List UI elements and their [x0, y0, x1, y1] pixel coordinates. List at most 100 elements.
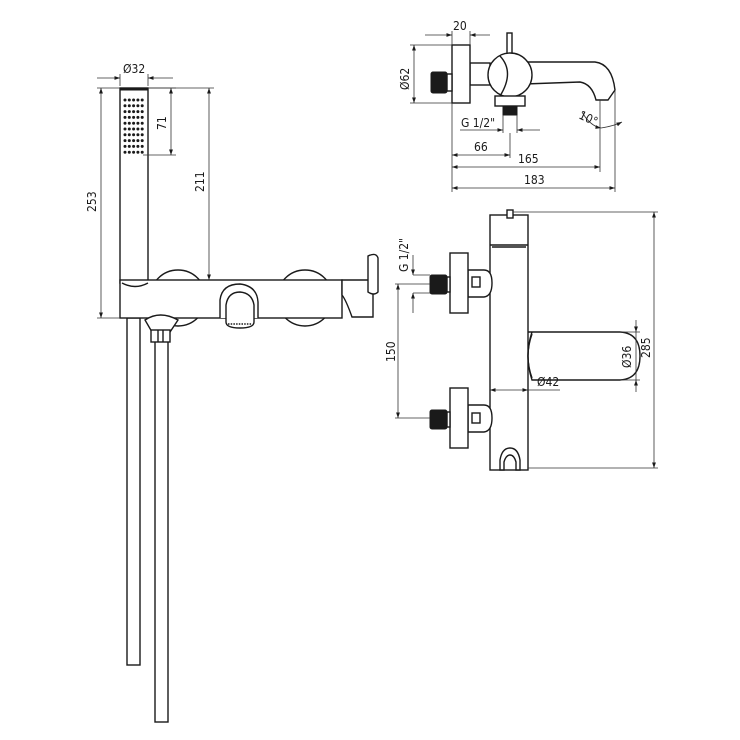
- nozzle-dot: [123, 115, 127, 119]
- nozzle-dot: [136, 150, 140, 154]
- dim-label: 285: [639, 337, 653, 358]
- shower-hose: [126, 317, 169, 723]
- hose-hook: [499, 447, 521, 471]
- dim-label: G 1/2": [461, 116, 495, 130]
- dim-label: 66: [474, 140, 488, 154]
- front-view: Ø32 71 211 253: [85, 62, 379, 723]
- dimension-inlet-offset: 66: [452, 133, 511, 158]
- nozzle-dot: [140, 139, 144, 143]
- nozzle-dot: [127, 104, 131, 108]
- dimension-thread-side: G 1/2": [460, 115, 540, 133]
- nozzle-dot: [140, 110, 144, 114]
- dim-label: Ø62: [398, 68, 412, 90]
- dim-label: 71: [155, 116, 169, 130]
- dimension-handshower-diameter: Ø32: [97, 62, 173, 86]
- column-body: [489, 214, 529, 471]
- nozzle-dot: [123, 139, 127, 143]
- dimension-total-depth: 183: [452, 173, 615, 190]
- nozzle-dot: [123, 104, 127, 108]
- dimension-thread-top: G 1/2": [397, 238, 430, 313]
- cap-stub: [506, 209, 514, 219]
- dim-label: 183: [524, 173, 545, 187]
- nozzle-dot: [127, 121, 131, 125]
- dim-label: G 1/2": [397, 238, 411, 272]
- spout-outlet: [225, 291, 255, 329]
- nozzle-dot: [123, 150, 127, 154]
- hand-shower: [119, 87, 149, 284]
- nozzle-dot: [132, 110, 136, 114]
- top-view: G 1/2" 150 Ø42 Ø36 285: [384, 209, 658, 471]
- nozzle-dot: [127, 133, 131, 137]
- nozzle-dot: [132, 150, 136, 154]
- dim-label: Ø36: [620, 346, 634, 368]
- nozzle-dot: [123, 98, 127, 102]
- nozzle-dot: [140, 150, 144, 154]
- nozzle-dot: [127, 144, 131, 148]
- dimension-spray-height: 71: [143, 87, 176, 156]
- nozzle-dot: [127, 115, 131, 119]
- nozzle-dot: [136, 115, 140, 119]
- nozzle-dot: [140, 121, 144, 125]
- nozzle-dot: [136, 127, 140, 131]
- dim-label: Ø42: [537, 375, 559, 389]
- nozzle-dot: [136, 121, 140, 125]
- nozzle-dot: [127, 150, 131, 154]
- nozzle-dot: [136, 98, 140, 102]
- lever-handle: [367, 253, 379, 295]
- nozzle-dot: [123, 133, 127, 137]
- mixer-body-side: [487, 52, 533, 98]
- nozzle-dot: [127, 139, 131, 143]
- nozzle-dot: [132, 104, 136, 108]
- dim-label: 211: [193, 171, 207, 192]
- nozzle-dot: [140, 115, 144, 119]
- nozzle-dot: [132, 115, 136, 119]
- dimension-total-height: 253: [85, 87, 120, 319]
- dim-label: Ø32: [123, 62, 145, 76]
- wall-connector: [430, 71, 448, 94]
- dim-label: 150: [384, 341, 398, 362]
- spray-nozzles: [123, 98, 144, 154]
- nozzle-dot: [132, 139, 136, 143]
- nozzle-dot: [123, 127, 127, 131]
- dim-label: 10°: [577, 108, 600, 129]
- nozzle-dot: [127, 110, 131, 114]
- dim-label: 20: [453, 19, 467, 33]
- dimension-total-length: 285: [513, 211, 658, 469]
- dimension-body-diameter: Ø42: [490, 375, 560, 392]
- inlet-nut: [494, 95, 526, 107]
- dimension-centers: 150: [384, 283, 430, 419]
- nozzle-dot: [127, 127, 131, 131]
- nozzle-dot: [136, 104, 140, 108]
- nozzle-dot: [140, 104, 144, 108]
- nozzle-dot: [140, 127, 144, 131]
- nozzle-dot: [136, 110, 140, 114]
- nozzle-dot: [140, 98, 144, 102]
- lower-valve: [429, 387, 493, 449]
- hose-connector: [144, 314, 180, 333]
- upper-valve: [429, 252, 493, 314]
- nozzle-dot: [127, 98, 131, 102]
- nozzle-dot: [123, 144, 127, 148]
- nozzle-dot: [123, 110, 127, 114]
- nozzle-dot: [132, 144, 136, 148]
- nozzle-dot: [140, 144, 144, 148]
- nozzle-dot: [132, 98, 136, 102]
- lever-base: [341, 279, 374, 318]
- dim-label: 165: [518, 152, 539, 166]
- nozzle-dot: [132, 133, 136, 137]
- nozzle-dot: [123, 121, 127, 125]
- nozzle-dot: [140, 133, 144, 137]
- dimension-plate-diameter: Ø62: [398, 44, 452, 104]
- nozzle-dot: [136, 133, 140, 137]
- side-view: 20 Ø62 G 1/2" 66 165 183 10°: [398, 19, 623, 192]
- dimension-spout-diameter: Ø36: [620, 320, 640, 392]
- nozzle-dot: [132, 121, 136, 125]
- nozzle-dot: [136, 139, 140, 143]
- dimension-holder-height: 211: [148, 87, 214, 280]
- dim-label: 253: [85, 191, 99, 212]
- nozzle-dot: [132, 127, 136, 131]
- wall-plate: [451, 44, 471, 104]
- nozzle-dot: [136, 144, 140, 148]
